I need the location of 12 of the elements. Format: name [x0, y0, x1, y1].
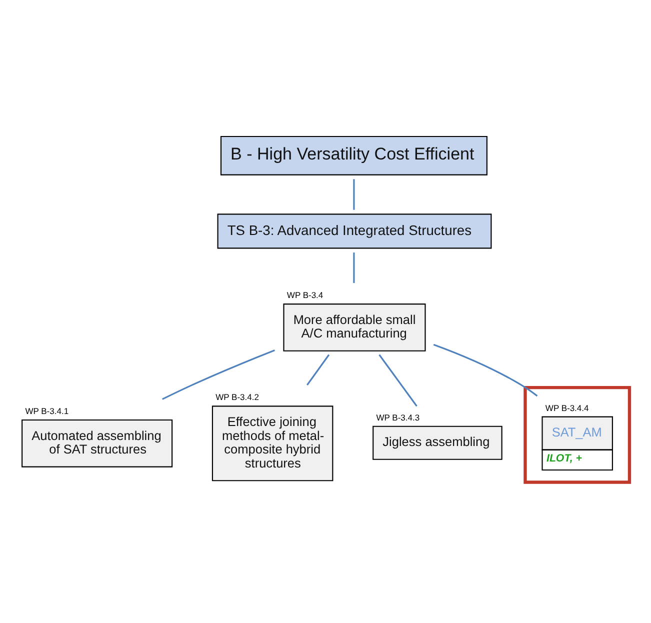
connector	[433, 344, 538, 397]
connector	[162, 349, 275, 400]
node-label: WP B-3.4.2	[216, 392, 259, 402]
connector	[306, 354, 330, 386]
node-label: WP B-3.4.3	[376, 412, 420, 422]
node-label: WP B-3.4	[286, 290, 324, 300]
node-label: WP B-3.4.1	[25, 406, 69, 416]
cluster	[524, 386, 632, 484]
node-label: WP B-3.4.4	[545, 402, 589, 413]
connector	[378, 354, 418, 407]
connector	[353, 179, 355, 210]
connector	[353, 252, 355, 283]
